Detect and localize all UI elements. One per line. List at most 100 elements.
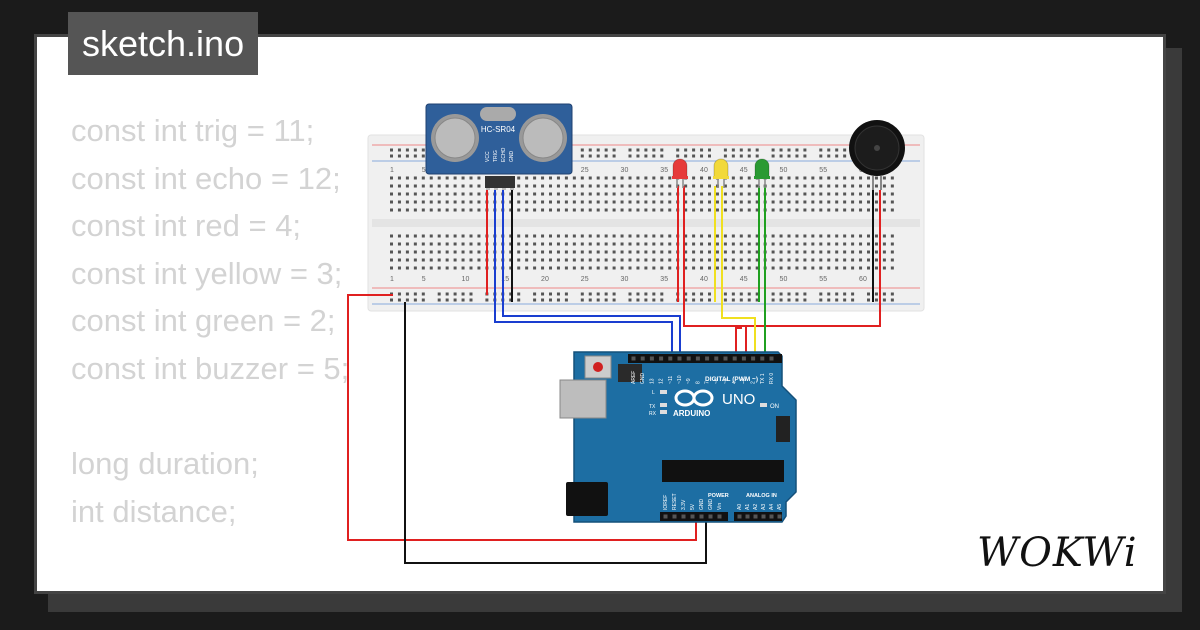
breadboard-hole	[867, 292, 870, 296]
digital-pin[interactable]	[723, 356, 728, 361]
breadboard-hole	[652, 266, 656, 270]
breadboard-hole	[723, 200, 727, 204]
breadboard-hole	[851, 234, 855, 238]
breadboard-hole	[644, 250, 648, 254]
breadboard-hole	[397, 242, 401, 246]
digital-pin[interactable]	[677, 356, 682, 361]
led-yellow[interactable]	[713, 158, 729, 188]
power-pin[interactable]	[681, 514, 686, 519]
breadboard-hole	[700, 208, 704, 212]
breadboard-hole	[835, 148, 839, 152]
breadboard-hole	[859, 176, 863, 180]
breadboard-hole	[644, 200, 648, 204]
power-pin[interactable]	[708, 514, 713, 519]
digital-pin[interactable]	[714, 356, 719, 361]
breadboard-hole	[572, 192, 576, 196]
breadboard-hole	[874, 266, 878, 270]
breadboard-hole	[795, 242, 799, 246]
digital-pin[interactable]	[751, 356, 756, 361]
breadboard-hole	[771, 148, 775, 152]
atmega-chip	[662, 460, 784, 482]
digital-pin[interactable]	[668, 356, 673, 361]
breadboard-hole	[636, 258, 640, 262]
reset-button-cap[interactable]	[593, 362, 603, 372]
power-pin[interactable]	[717, 514, 722, 519]
digital-pin[interactable]	[631, 356, 636, 361]
breadboard-hole	[517, 234, 521, 238]
digital-pin[interactable]	[686, 356, 691, 361]
breadboard-hole	[811, 242, 815, 246]
breadboard-hole	[397, 292, 401, 296]
breadboard-hole	[564, 266, 568, 270]
analog-pin[interactable]	[761, 514, 766, 519]
power-pin[interactable]	[663, 514, 668, 519]
power-pin[interactable]	[690, 514, 695, 519]
breadboard-hole	[660, 184, 664, 188]
digital-pin[interactable]	[695, 356, 700, 361]
breadboard-hole	[700, 154, 704, 158]
digital-pin[interactable]	[705, 356, 710, 361]
breadboard-hole	[779, 176, 783, 180]
breadboard-hole	[453, 266, 457, 270]
digital-pin-label: 13	[649, 378, 655, 384]
breadboard-hole	[588, 184, 592, 188]
breadboard-hole	[867, 234, 870, 238]
led-green[interactable]	[754, 158, 770, 188]
analog-pin[interactable]	[753, 514, 758, 519]
sensor-pin-label: ECHO	[501, 147, 507, 162]
breadboard-hole	[572, 176, 576, 180]
breadboard-hole	[437, 192, 441, 196]
digital-pin[interactable]	[659, 356, 664, 361]
breadboard-hole	[811, 176, 815, 180]
breadboard-hole	[652, 242, 656, 246]
breadboard-hole	[795, 200, 799, 204]
breadboard-hole	[708, 200, 711, 204]
breadboard-hole	[708, 192, 711, 196]
breadboard-hole	[890, 258, 894, 262]
breadboard-hole	[708, 242, 711, 246]
digital-pin[interactable]	[732, 356, 737, 361]
breadboard-hole	[787, 234, 791, 238]
digital-pin[interactable]	[741, 356, 746, 361]
code-line: const int yellow = 3;	[71, 255, 343, 291]
breadboard-hole	[819, 234, 823, 238]
breadboard-hole	[731, 250, 735, 254]
breadboard-hole	[827, 258, 831, 262]
breadboard-hole	[390, 250, 393, 254]
breadboard-column-number: 5	[422, 276, 426, 283]
buzzer[interactable]	[849, 120, 905, 190]
analog-pin[interactable]	[769, 514, 774, 519]
breadboard-hole	[413, 234, 417, 238]
digital-pin[interactable]	[649, 356, 654, 361]
power-pin[interactable]	[699, 514, 704, 519]
led-red[interactable]	[672, 158, 688, 188]
breadboard-hole	[564, 200, 568, 204]
breadboard-column-number: 40	[700, 276, 708, 283]
breadboard-hole	[676, 148, 680, 152]
breadboard-hole	[644, 258, 648, 262]
breadboard-hole	[556, 250, 560, 254]
breadboard-hole	[636, 298, 640, 302]
breadboard-hole	[755, 250, 759, 254]
breadboard-hole	[882, 176, 886, 180]
breadboard-hole	[612, 250, 616, 254]
breadboard-hole	[859, 208, 863, 212]
analog-pin[interactable]	[745, 514, 750, 519]
analog-pin[interactable]	[737, 514, 742, 519]
analog-pin[interactable]	[777, 514, 782, 519]
breadboard-hole	[811, 184, 815, 188]
breadboard-hole	[620, 258, 624, 262]
breadboard-hole	[827, 154, 831, 158]
digital-pin[interactable]	[760, 356, 765, 361]
breadboard-hole	[755, 148, 759, 152]
analog-pin-label: A0	[737, 504, 743, 510]
breadboard-hole	[795, 258, 799, 262]
digital-pin[interactable]	[769, 356, 774, 361]
breadboard-hole	[755, 234, 759, 238]
breadboard-hole	[453, 192, 457, 196]
power-pin[interactable]	[672, 514, 677, 519]
digital-pin[interactable]	[640, 356, 645, 361]
